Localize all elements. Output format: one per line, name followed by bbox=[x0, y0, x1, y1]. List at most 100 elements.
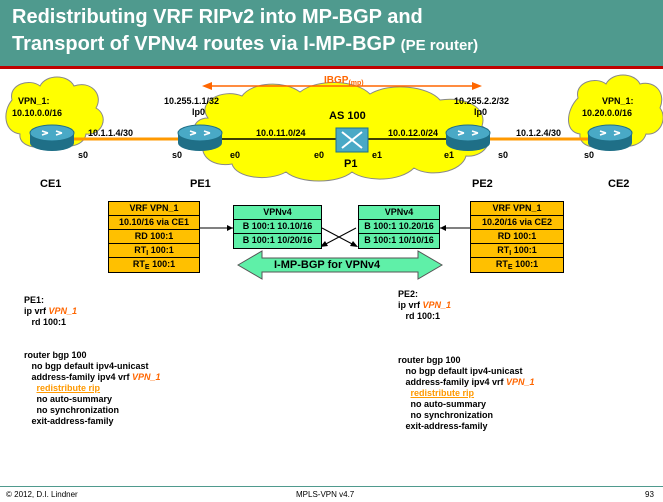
loopback-pe1-if: lp0 bbox=[192, 107, 206, 117]
title-rule bbox=[0, 66, 663, 69]
pe2-cfg-vrf-name: VPN_1 bbox=[422, 300, 452, 310]
pe2-label: PE2 bbox=[472, 178, 493, 190]
title-small: (PE router) bbox=[400, 37, 479, 54]
pe2-config: PE2: ip vrf VPN_1 rd 100:1 router bgp 10… bbox=[398, 289, 535, 432]
pe1-cfg-l4: no auto-summary bbox=[24, 394, 113, 404]
ce1-label: CE1 bbox=[40, 178, 62, 190]
pe2-vpnv4-header: VPNv4 bbox=[359, 206, 439, 220]
loopback-pe2: 10.255.2.2/32 bbox=[454, 96, 510, 106]
pe2-vrf-table: VRF VPN_1 10.20/16 via CE2 RD 100:1 RTI … bbox=[470, 201, 564, 273]
pe1-vrf-rt-import: RTI 100:1 bbox=[109, 244, 199, 258]
vpn1-left-net: 10.10.0.0/16 bbox=[12, 108, 63, 118]
as100-label: AS 100 bbox=[329, 110, 366, 122]
net-ce1-pe1: 10.1.1.4/30 bbox=[88, 128, 134, 138]
pe1-cfg-l5: no synchronization bbox=[24, 405, 120, 415]
p1-label: P1 bbox=[344, 158, 358, 170]
vpn1-left-cloud bbox=[5, 76, 104, 148]
pe2-vpnv4-row: B 100:1 10/10/16 bbox=[364, 235, 434, 245]
if-pe1-e0: e0 bbox=[230, 150, 241, 160]
pe1-cfg-redistribute: redistribute rip bbox=[36, 383, 101, 393]
pe2-cfg-ipvrf: ip vrf bbox=[398, 300, 423, 310]
pe1-cfg-rd: rd 100:1 bbox=[24, 317, 67, 327]
pe1-rt-i-label: RT bbox=[134, 245, 147, 255]
router-p1-icon bbox=[335, 127, 369, 153]
title-main: Transport of VPNv4 routes via I-MP-BGP bbox=[12, 33, 396, 55]
pe2-vrf-rd: RD 100:1 bbox=[471, 230, 563, 244]
pe2-vrf-rt-export: RTE 100:1 bbox=[471, 258, 563, 272]
pe2-rt-e-sub: E bbox=[507, 264, 513, 271]
pe2-cfg-rd: rd 100:1 bbox=[398, 311, 441, 321]
vpn1-right-net: 10.20.0.0/16 bbox=[582, 108, 633, 118]
footer-copyright: © 2012, D.I. Lindner bbox=[6, 490, 78, 499]
ce2-label: CE2 bbox=[608, 178, 630, 190]
footer-page-number: 93 bbox=[645, 490, 654, 499]
pe2-vrf-route: 10.20/16 via CE2 bbox=[471, 216, 563, 230]
pe2-vrf-rt-import: RTI 100:1 bbox=[471, 244, 563, 258]
pe2-rt-i-label: RT bbox=[497, 245, 510, 255]
pe2-rt-e-value: 100:1 bbox=[515, 259, 539, 269]
ibgp-text: IBGP bbox=[324, 75, 349, 86]
pe2-rt-i-value: 100:1 bbox=[513, 245, 537, 255]
pe1-vpnv4-row: B 100:1 10.10/16 bbox=[234, 220, 321, 234]
imp-bgp-label: I-MP-BGP for VPNv4 bbox=[274, 259, 381, 271]
pe2-cfg-l4: no auto-summary bbox=[398, 399, 487, 409]
ibgp-arrow bbox=[202, 82, 482, 90]
pe1-rt-e-value: 100:1 bbox=[152, 259, 176, 269]
vrf-to-vpnv4-connectors bbox=[200, 225, 470, 231]
pe2-rt-i-sub: I bbox=[509, 250, 512, 257]
pe1-vrf-rt-export: RTE 100:1 bbox=[109, 258, 199, 272]
pe2-cfg-l1: no bgp default ipv4-unicast bbox=[398, 366, 523, 376]
pe2-cfg-l2: address-family ipv4 vrf bbox=[398, 377, 507, 387]
title-bar: Redistributing VRF RIPv2 into MP-BGP and… bbox=[0, 0, 663, 66]
ibgp-sub: (mp) bbox=[348, 80, 364, 87]
ibgp-label: IBGP(mp) bbox=[324, 75, 364, 87]
pe1-rt-i-value: 100:1 bbox=[150, 245, 174, 255]
title-line-2: Transport of VPNv4 routes via I-MP-BGP (… bbox=[12, 33, 478, 56]
vpn1-left-label: VPN_1: bbox=[18, 96, 50, 106]
pe1-cfg-l2: address-family ipv4 vrf bbox=[24, 372, 133, 382]
if-p1-e1: e1 bbox=[372, 150, 383, 160]
if-ce2-s0: s0 bbox=[584, 150, 595, 160]
pe1-config: PE1: ip vrf VPN_1 rd 100:1 router bgp 10… bbox=[24, 295, 161, 427]
pe1-vpnv4-header: VPNv4 bbox=[234, 206, 321, 220]
router-pe1-icon bbox=[177, 124, 223, 151]
if-p1-e0: e0 bbox=[314, 150, 325, 160]
net-p1-pe2: 10.0.12.0/24 bbox=[388, 128, 439, 138]
pe1-rt-e-label: RT bbox=[132, 259, 145, 269]
pe2-cfg-l2-vrf: VPN_1 bbox=[506, 377, 535, 387]
pe1-rt-i-sub: I bbox=[146, 250, 149, 257]
pe2-rt-e-label: RT bbox=[495, 259, 508, 269]
router-pe2-icon bbox=[445, 124, 491, 151]
footer: © 2012, D.I. Lindner MPLS-VPN v4.7 93 bbox=[0, 486, 663, 502]
pe2-cfg-redistribute: redistribute rip bbox=[410, 388, 475, 398]
pe2-cfg-l5: no synchronization bbox=[398, 410, 494, 420]
pe1-vpnv4-row: B 100:1 10/20/16 bbox=[242, 235, 313, 245]
pe1-rt-e-sub: E bbox=[144, 264, 150, 271]
if-pe2-s0: s0 bbox=[498, 150, 509, 160]
pe1-vrf-table: VRF VPN_1 10.10/16 via CE1 RD 100:1 RTI … bbox=[108, 201, 200, 273]
vpnv4-exchange-arrows bbox=[320, 227, 358, 247]
if-pe2-e1: e1 bbox=[444, 150, 455, 160]
loopback-pe2-if: lp0 bbox=[474, 107, 488, 117]
pe2-vpnv4-table: VPNv4 B 100:1 10.20/16 B 100:1 10/10/16 bbox=[358, 205, 440, 249]
pe1-vrf-rd: RD 100:1 bbox=[109, 230, 199, 244]
pe2-cfg-heading: PE2: bbox=[398, 289, 419, 299]
pe1-cfg-l1: no bgp default ipv4-unicast bbox=[24, 361, 149, 371]
pe1-cfg-ipvrf: ip vrf bbox=[24, 306, 49, 316]
pe1-cfg-l2-vrf: VPN_1 bbox=[132, 372, 161, 382]
pe1-vrf-name: VRF VPN_1 bbox=[109, 202, 199, 216]
pe1-cfg-heading: PE1: bbox=[24, 295, 45, 305]
pe1-vpnv4-table: VPNv4 B 100:1 10.10/16 B 100:1 10/20/16 bbox=[233, 205, 322, 249]
footer-course: MPLS-VPN v4.7 bbox=[296, 490, 355, 499]
net-pe2-ce2: 10.1.2.4/30 bbox=[516, 128, 562, 138]
net-pe1-p1: 10.0.11.0/24 bbox=[256, 128, 306, 138]
pe2-vpnv4-row: B 100:1 10.20/16 bbox=[359, 220, 439, 234]
vpn1-right-label: VPN_1: bbox=[602, 96, 634, 106]
if-pe1-s0: s0 bbox=[172, 150, 183, 160]
pe1-vrf-route: 10.10/16 via CE1 bbox=[109, 216, 199, 230]
title-line-1: Redistributing VRF RIPv2 into MP-BGP and bbox=[12, 6, 423, 28]
pe2-vrf-name: VRF VPN_1 bbox=[471, 202, 563, 216]
if-ce1-s0: s0 bbox=[78, 150, 89, 160]
pe1-cfg-vrf-name: VPN_1 bbox=[48, 306, 78, 316]
